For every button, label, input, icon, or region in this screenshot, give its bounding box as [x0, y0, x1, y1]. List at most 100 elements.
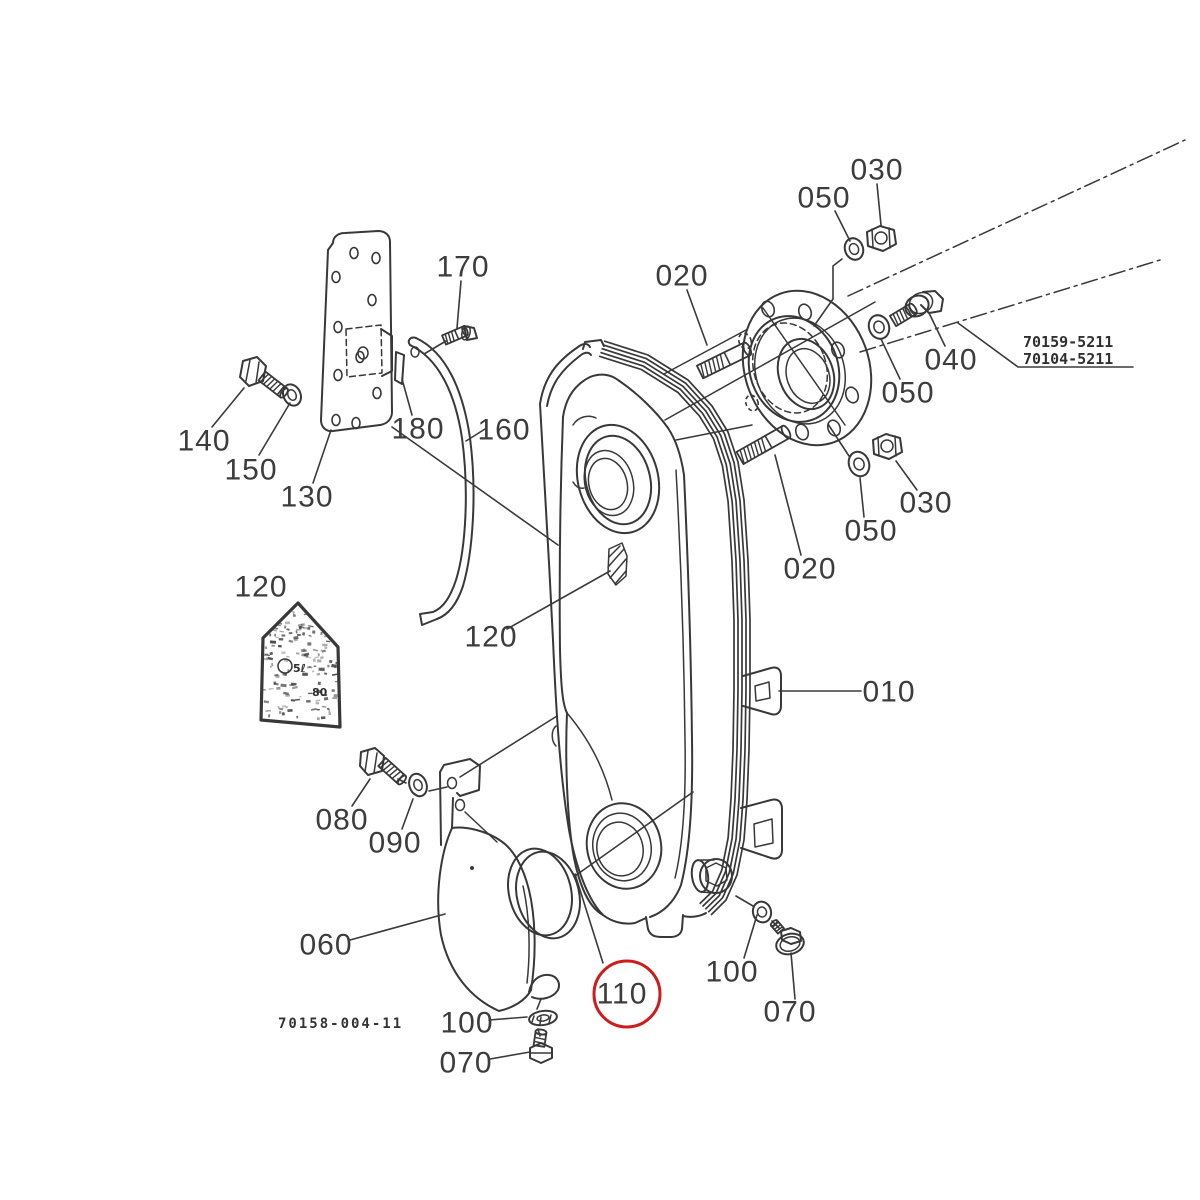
pivot-projection-lines	[735, 895, 780, 929]
bolt-head-hex	[239, 356, 267, 387]
gasket-band	[598, 340, 751, 916]
callout-leader-130	[312, 429, 332, 484]
rod-inner-curve	[415, 337, 475, 620]
callout-100-bottom: 100	[440, 1007, 528, 1040]
callout-180: 180	[391, 378, 444, 446]
housing-foot	[645, 914, 684, 938]
callout-020-bottom: 020	[774, 454, 836, 586]
callout-label-010: 010	[862, 676, 915, 709]
washer-inner	[873, 320, 885, 334]
housing-face-left-edge	[558, 416, 568, 714]
nut-030-right	[872, 433, 903, 460]
callout-label-050-right: 050	[844, 515, 897, 548]
reference-number-block: 70159-5211 70104-5211	[957, 322, 1134, 368]
decal-120: 5ℓ 80	[259, 601, 342, 729]
callout-leader-050-top	[834, 210, 851, 242]
nut-030-top	[866, 225, 897, 252]
callout-leader-030-top	[876, 183, 882, 226]
callout-leader-110	[574, 873, 604, 964]
breather-plug-hatched	[607, 542, 628, 586]
callout-label-120-plug: 120	[464, 621, 517, 654]
rod-bottom-hook	[419, 611, 438, 626]
callout-120-decal: 120	[234, 571, 287, 604]
clip-pin	[394, 351, 405, 385]
flange-cross-line-1	[664, 301, 876, 421]
washer-inner	[536, 1014, 550, 1022]
plate-130-outline	[320, 230, 393, 433]
stud-020-top	[696, 341, 753, 380]
plate-hole-1	[331, 270, 341, 284]
nut-top-position-line	[813, 258, 843, 327]
stud-020-bottom	[735, 424, 792, 465]
flange-hole-3	[830, 341, 846, 359]
washer-100-right	[751, 900, 773, 924]
callout-leader-100-bottom	[488, 1016, 528, 1021]
flange-hole-5	[826, 419, 842, 437]
housing-top-left-inner-edge	[546, 351, 592, 407]
washer-050-mid	[867, 314, 891, 340]
bolt-080	[359, 747, 385, 776]
callout-leader-040	[928, 312, 946, 347]
centerline-lower	[859, 259, 1161, 353]
clip-hole	[357, 346, 369, 360]
callout-label-030-top: 030	[850, 154, 903, 187]
gasket-line-1	[603, 340, 751, 916]
flange-hub-ring-b	[753, 317, 847, 425]
washer-serrations	[531, 1014, 552, 1025]
pivot-boss	[690, 858, 733, 894]
washer-100-bottom	[528, 1009, 558, 1027]
washer-050-top	[843, 237, 865, 261]
guard-inner-contour	[522, 885, 530, 984]
callout-label-050-mid: 050	[881, 377, 934, 410]
bolt170-projection-line	[423, 340, 447, 355]
callout-150: 150	[224, 402, 291, 487]
callout-label-180: 180	[391, 413, 444, 446]
washer-outer	[847, 450, 871, 478]
callout-label-130: 130	[280, 481, 333, 514]
nut-facets	[877, 435, 897, 457]
housing-face-right-edge	[649, 474, 694, 918]
guard-bracket-flag	[439, 758, 481, 797]
callout-leader-090	[401, 798, 414, 830]
callout-170: 170	[436, 251, 489, 329]
projection-lines	[391, 258, 850, 1037]
housing-top-left-outer-edge	[539, 343, 591, 405]
callout-label-170: 170	[436, 251, 489, 284]
callout-label-030-right: 030	[899, 487, 952, 520]
reference-leader-line	[957, 322, 1134, 368]
callout-label-080: 080	[315, 804, 368, 837]
rod-top-cap	[407, 336, 417, 346]
lower-tab-hole	[753, 818, 774, 848]
callout-leader-030-right	[895, 460, 918, 491]
highlight-circle-110	[592, 959, 662, 1029]
plate-hole-9	[331, 413, 341, 427]
plate-hole-3	[371, 251, 381, 265]
housing-lower-tab	[740, 798, 783, 860]
callout-030-right: 030	[895, 460, 952, 520]
flange-hole-7	[744, 394, 760, 412]
housing-upper-tab	[742, 666, 782, 716]
washer-outer	[843, 237, 865, 261]
spring-washer-split	[411, 791, 419, 797]
housing-face-top	[562, 373, 685, 476]
flange-hole-2	[797, 303, 813, 321]
callout-label-120-decal: 120	[234, 571, 287, 604]
callout-140: 140	[177, 387, 245, 458]
callout-050-right: 050	[844, 477, 897, 548]
callout-060: 060	[299, 913, 446, 962]
flange-hole-6	[794, 423, 810, 441]
callout-leader-070-right	[790, 952, 796, 1000]
guard-bracket-strip-left	[439, 771, 442, 846]
callout-130: 130	[280, 429, 333, 514]
plug-outline	[607, 542, 628, 586]
plate-hole-5	[367, 293, 377, 307]
rod-outer-curve	[409, 344, 467, 613]
callout-070-bottom: 070	[439, 1047, 531, 1080]
callout-leader-070-bottom	[489, 1051, 531, 1060]
rod-160	[407, 336, 475, 626]
top-opening-outer-ring	[575, 423, 661, 535]
bolt-040-shank	[889, 302, 918, 327]
callout-050-mid: 050	[880, 338, 934, 410]
flange-hub	[663, 289, 876, 447]
reference-number-1: 70159-5211	[1023, 333, 1113, 351]
